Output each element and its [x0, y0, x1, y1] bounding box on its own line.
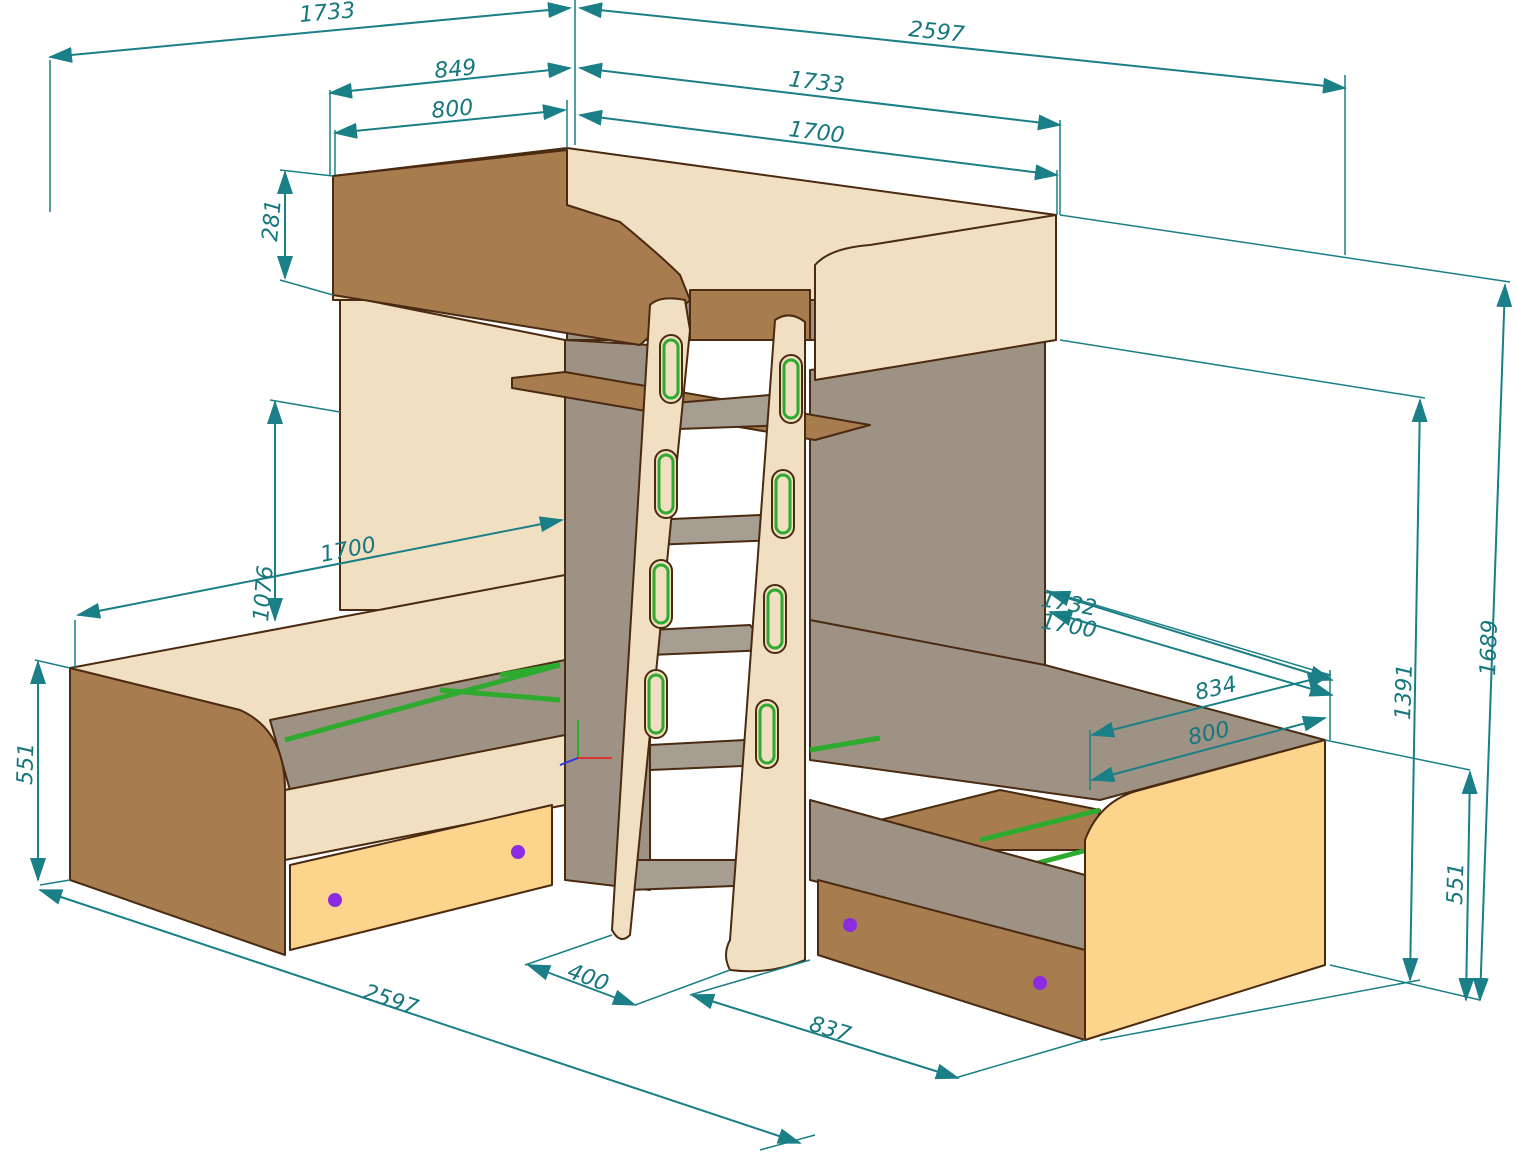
dim-lower-right-outer-width: 834 [1193, 672, 1240, 706]
left-tall-panel [339, 294, 566, 611]
ladder-steps [629, 394, 791, 891]
lower-right-end-panel [1084, 739, 1326, 1041]
dim-bottom-total-length: 2597 [360, 980, 421, 1021]
drawer-knob [328, 893, 342, 907]
dim-top-total-right: 2597 [907, 17, 965, 48]
drawer-knob [511, 845, 525, 859]
drawer-knob [843, 918, 857, 932]
dim-top-bed-outer-width: 849 [433, 55, 477, 84]
dim-top-bed-inner-width: 800 [430, 95, 474, 124]
dim-top-bed-inner-length: 1700 [787, 117, 846, 149]
dim-lower-left-height: 551 [13, 742, 39, 785]
upper-ladder-gap [689, 289, 811, 341]
dim-ladder-depth: 400 [564, 959, 612, 997]
upper-end-panel [814, 214, 1057, 381]
dim-lower-right-height: 551 [1443, 862, 1469, 905]
dim-lower-right-depth: 837 [806, 1012, 853, 1048]
lower-right-slat [979, 807, 1101, 843]
ladder-holes [644, 334, 803, 769]
dim-upper-bed-height: 1391 [1391, 663, 1418, 720]
dim-top-rail-height: 281 [258, 199, 287, 243]
dim-total-height: 1689 [1476, 619, 1503, 676]
lower-left-slat [284, 662, 561, 743]
lower-left-front-rail [284, 734, 566, 861]
drawer-knob [1033, 976, 1047, 990]
bed-geometry [69, 147, 1326, 1041]
right-tall-panel [809, 339, 1046, 671]
axis-triad-icon [559, 720, 612, 766]
dimension-lines [30, 0, 1513, 1151]
dim-upper-clearance: 1076 [249, 565, 279, 623]
dim-top-total-left: 1733 [298, 0, 356, 28]
